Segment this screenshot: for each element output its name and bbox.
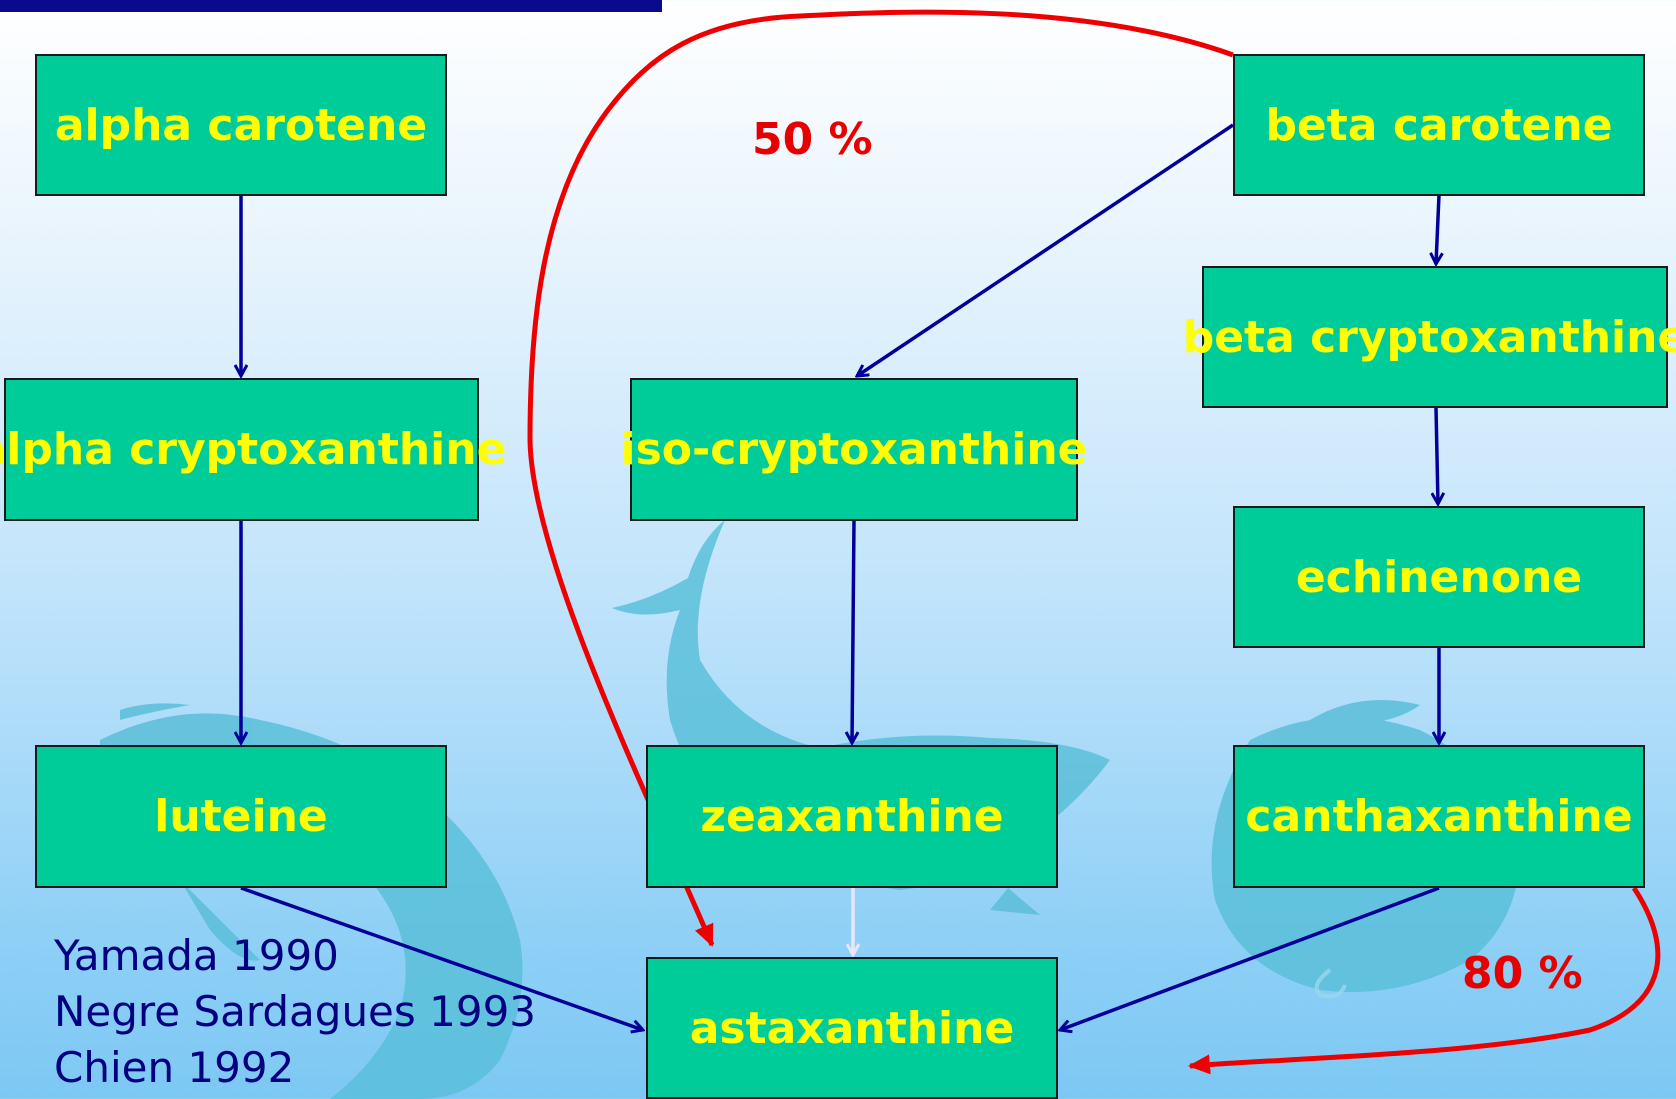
- node-zeaxanthine-label: zeaxanthine: [700, 791, 1004, 842]
- node-alpha-carotene-label: alpha carotene: [54, 99, 428, 151]
- reference-item: Chien 1992: [54, 1043, 295, 1092]
- node-alpha-cryptoxanthine-label: alpha cryptoxanthine: [0, 424, 507, 475]
- node-alpha-carotene: alpha carotene: [35, 54, 447, 196]
- node-alpha-cryptoxanthine: alpha cryptoxanthine: [0, 378, 506, 521]
- arrow-canthaxanthine-to-astaxanthine: [1060, 886, 1440, 1030]
- arrow-beta-cryptoxanthine-to-echinenone: [1436, 407, 1438, 504]
- arrow-iso-cryptoxanthine-to-zeaxanthine: [852, 519, 854, 743]
- red-arrow-beta-to-astaxanthine: [527, 9, 1234, 947]
- reference-item: Yamada 1990: [54, 931, 339, 980]
- node-beta-cryptoxanthine-label: beta cryptoxanthine: [1182, 311, 1676, 363]
- arrow-luteine-to-astaxanthine: [240, 886, 643, 1030]
- percent-label-50: 50 %: [752, 114, 873, 165]
- node-iso-cryptoxanthine-label: iso-cryptoxanthine: [620, 424, 1088, 475]
- node-zeaxanthine: zeaxanthine: [646, 745, 1058, 888]
- node-astaxanthine-label: astaxanthine: [689, 1002, 1015, 1054]
- node-beta-carotene: beta carotene: [1233, 54, 1645, 196]
- title-bar: [0, 0, 662, 12]
- node-echinenone-label: echinenone: [1295, 551, 1583, 603]
- percent-label-80: 80 %: [1462, 948, 1583, 999]
- references: Yamada 1990 Negre Sardagues 1993 Chien 1…: [54, 928, 536, 1096]
- node-astaxanthine: astaxanthine: [646, 957, 1058, 1099]
- arrow-beta-carotene-to-beta-cryptoxanthine: [1436, 194, 1439, 264]
- red-arrow-canthaxanthine-out: [1188, 886, 1661, 1075]
- node-luteine-label: luteine: [154, 791, 328, 842]
- node-iso-cryptoxanthine: iso-cryptoxanthine: [621, 378, 1088, 521]
- node-beta-cryptoxanthine: beta cryptoxanthine: [1183, 266, 1676, 408]
- node-echinenone: echinenone: [1233, 506, 1645, 648]
- node-luteine: luteine: [35, 745, 447, 888]
- reference-item: Negre Sardagues 1993: [54, 987, 537, 1036]
- node-canthaxanthine: canthaxanthine: [1233, 745, 1645, 888]
- node-canthaxanthine-label: canthaxanthine: [1245, 791, 1633, 842]
- node-beta-carotene-label: beta carotene: [1265, 99, 1613, 151]
- arrow-beta-carotene-to-iso-cryptoxanthine: [857, 123, 1234, 376]
